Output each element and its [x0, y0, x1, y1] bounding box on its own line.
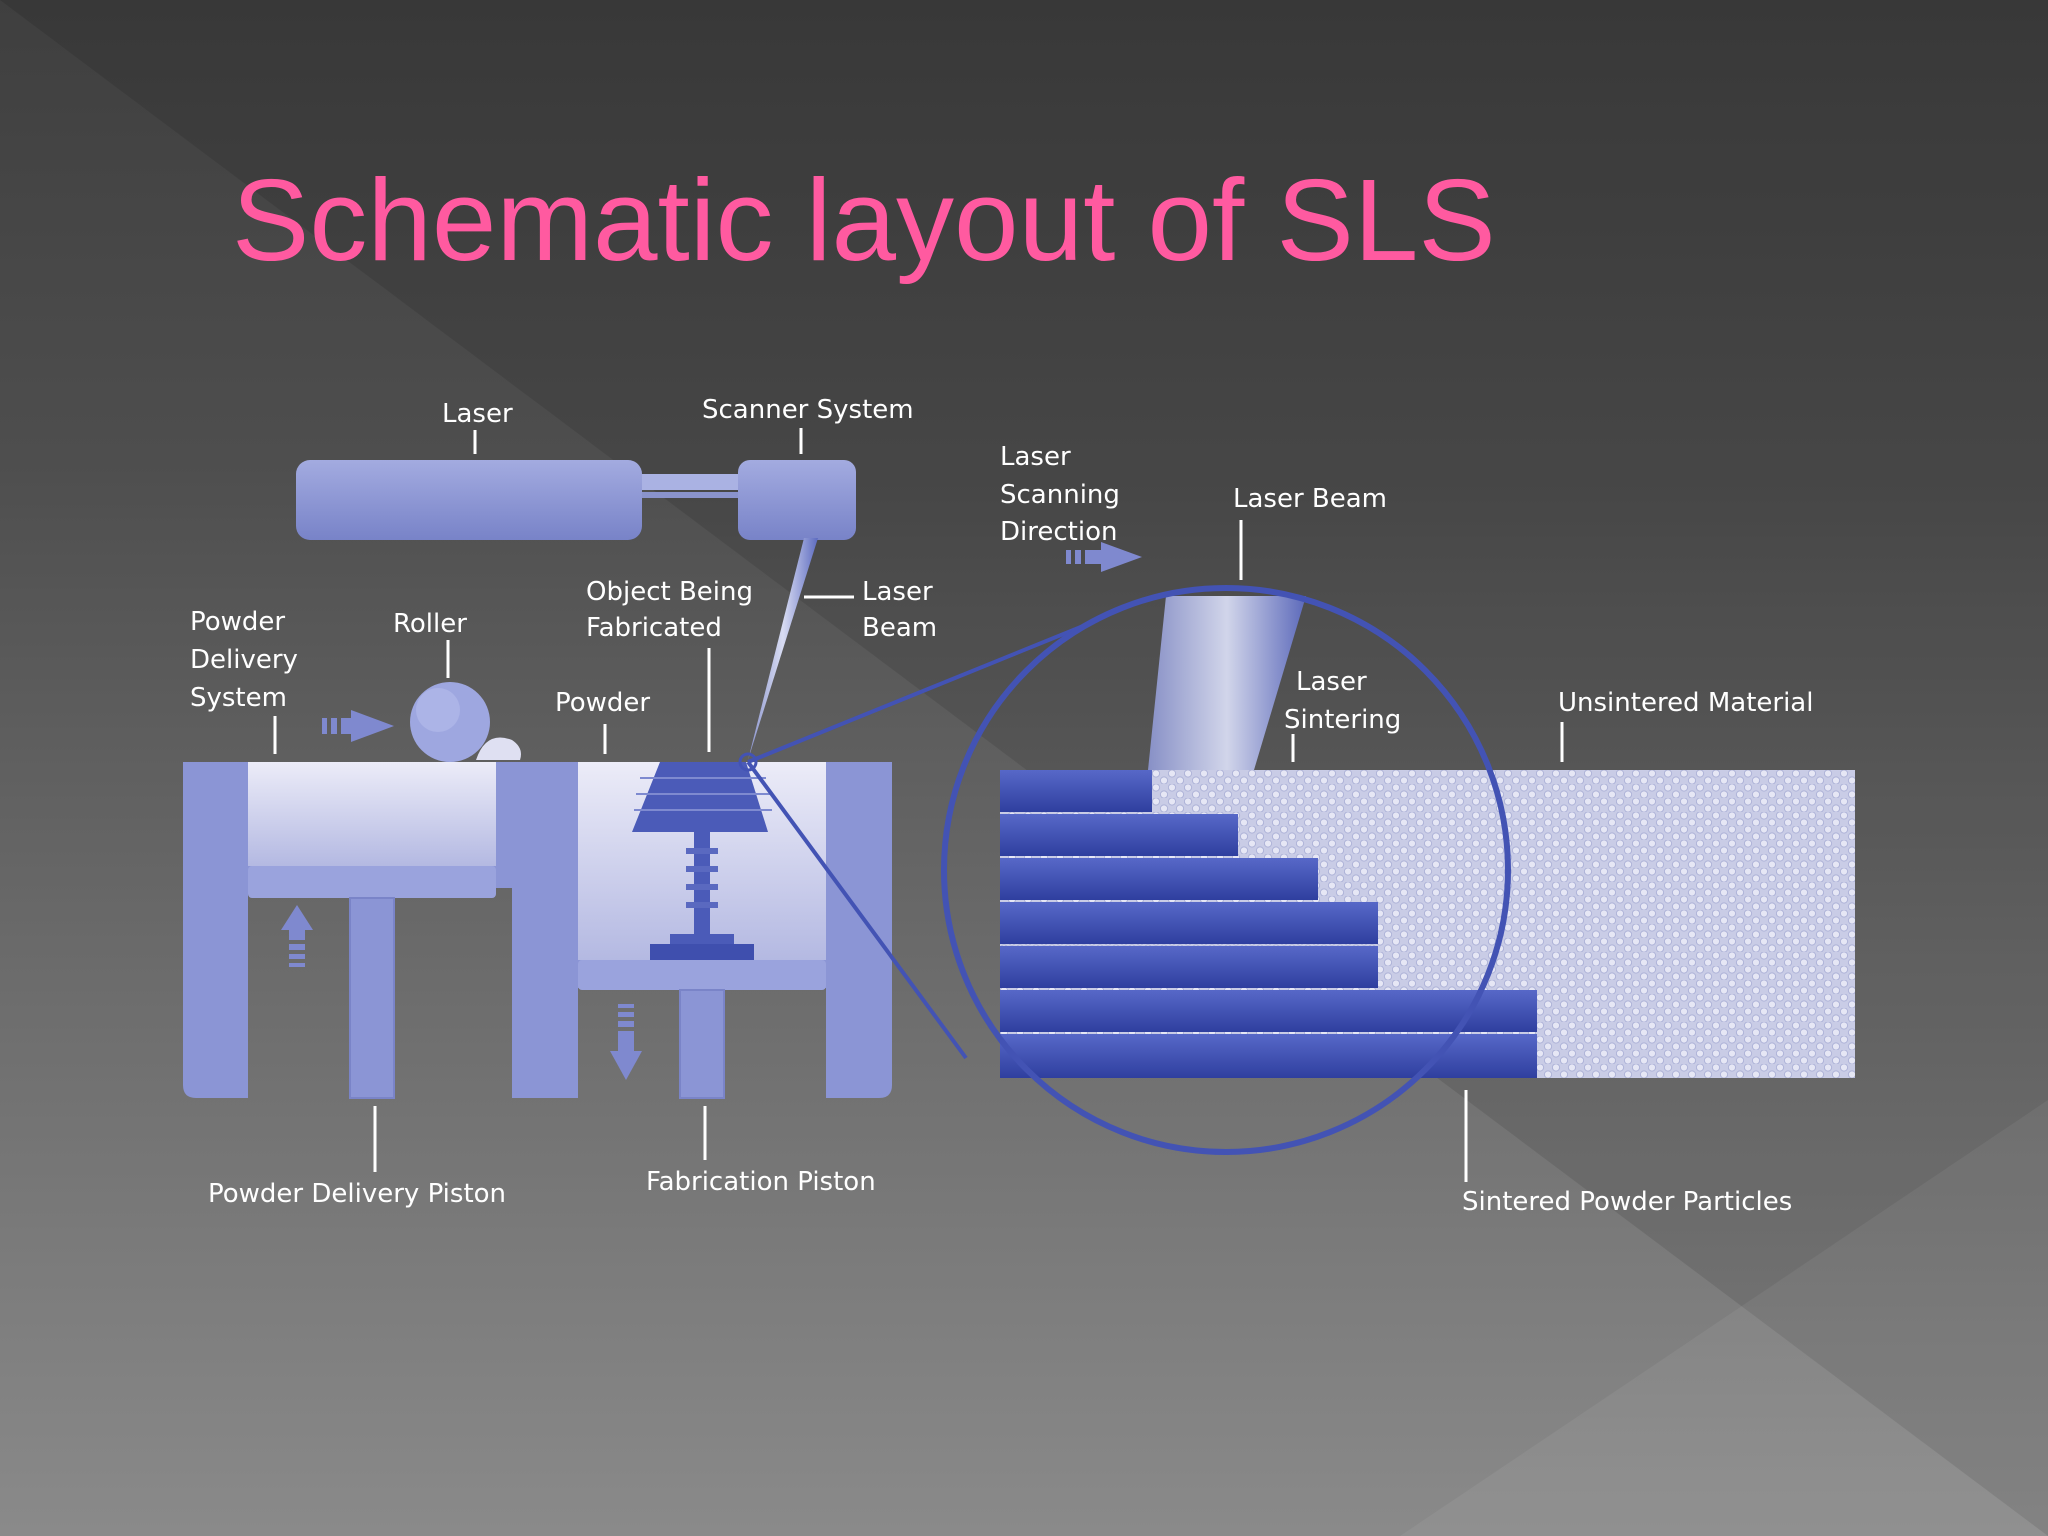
magnifier-circle — [941, 585, 1511, 1155]
scanner-system-unit — [738, 460, 856, 540]
powder-delivery-bed — [248, 762, 496, 866]
label-object-being-fabricated-1: Object Being — [586, 577, 753, 607]
label-laser-beam-left-1: Laser — [862, 577, 933, 607]
fabrication-platform — [578, 960, 826, 990]
laser-beam-magnified — [1148, 596, 1306, 770]
magnifier-connector-bottom — [746, 760, 968, 1060]
arrow-down-icon — [610, 1004, 642, 1080]
fabrication-piston — [679, 989, 725, 1099]
object-being-fabricated — [632, 762, 772, 960]
label-powder: Powder — [555, 688, 650, 718]
sintered-layers — [1000, 770, 1537, 1078]
label-laser-beam-right: Laser Beam — [1233, 484, 1387, 514]
label-powder-delivery-piston: Powder Delivery Piston — [208, 1179, 506, 1209]
label-powder-delivery-system-3: System — [190, 683, 287, 713]
label-roller: Roller — [393, 609, 467, 639]
powder-delivery-piston — [349, 897, 395, 1099]
powder-delivery-platform — [248, 866, 496, 898]
laser-beam-ray — [748, 538, 818, 760]
arrow-right-icon — [322, 710, 394, 742]
label-powder-delivery-system-2: Delivery — [190, 645, 298, 675]
magnifier-connector-top — [747, 618, 1099, 764]
label-laser-sintering-1: Laser — [1296, 667, 1367, 697]
label-laser-scanning-direction-2: Scanning — [1000, 480, 1120, 510]
label-unsintered-material: Unsintered Material — [1558, 688, 1813, 718]
background-corner-facet — [1400, 1100, 2048, 1536]
label-laser-sintering-2: Sintering — [1284, 705, 1401, 735]
label-laser-scanning-direction-1: Laser — [1000, 442, 1071, 472]
label-laser: Laser — [442, 399, 513, 429]
label-sintered-powder-particles: Sintered Powder Particles — [1462, 1187, 1792, 1217]
arrow-up-icon — [281, 905, 313, 967]
label-laser-scanning-direction-3: Direction — [1000, 517, 1117, 547]
slide-title: Schematic layout of SLS — [232, 155, 1496, 285]
label-fabrication-piston: Fabrication Piston — [646, 1167, 876, 1197]
magnifier-focus-point — [738, 752, 758, 772]
label-powder-delivery-system-1: Powder — [190, 607, 285, 637]
laser-unit — [296, 460, 642, 540]
arrow-scanning-direction-icon — [1066, 542, 1142, 572]
label-object-being-fabricated-2: Fabricated — [586, 613, 722, 643]
powder-heap — [476, 737, 521, 760]
label-laser-beam-left-2: Beam — [862, 613, 937, 643]
laser-scanner-connector — [642, 474, 740, 490]
label-scanner-system: Scanner System — [702, 395, 914, 425]
